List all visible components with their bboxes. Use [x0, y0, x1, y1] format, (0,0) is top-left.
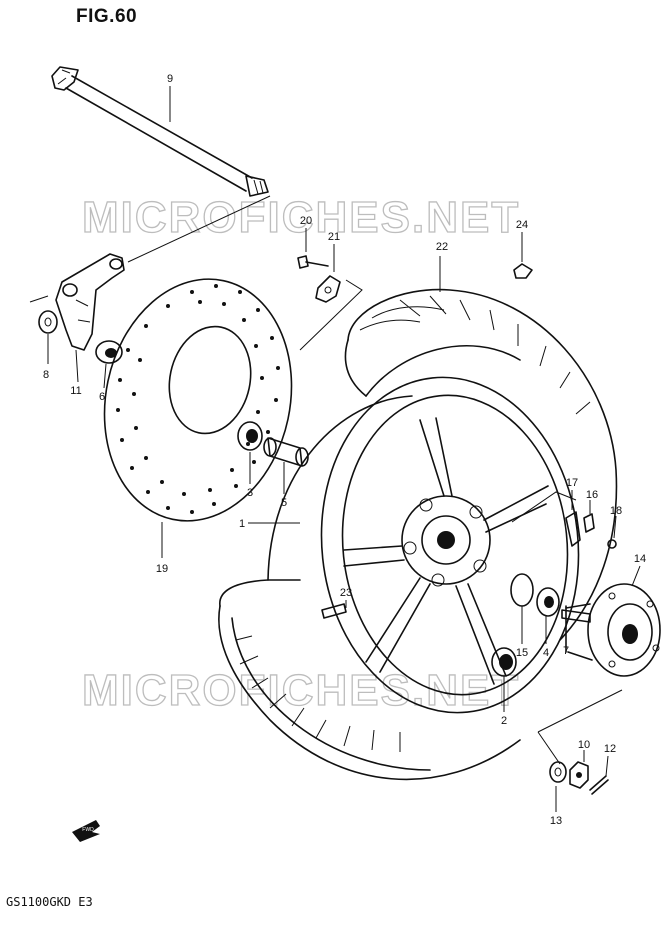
nut[interactable] — [569, 761, 589, 789]
label-14: 14 — [634, 553, 646, 565]
label-21: 21 — [328, 231, 340, 243]
fwd-text: FWD — [82, 827, 94, 833]
spacer-6[interactable] — [95, 340, 123, 364]
label-17: 17 — [566, 477, 578, 489]
caliper-bracket[interactable] — [55, 253, 125, 351]
bearing-4[interactable] — [536, 587, 560, 617]
sprocket-hub[interactable] — [565, 583, 661, 677]
brake-disc[interactable] — [83, 262, 314, 539]
label-16: 16 — [586, 489, 598, 501]
label-11: 11 — [70, 385, 81, 397]
label-13: 13 — [550, 815, 562, 827]
bearing-3[interactable] — [237, 421, 263, 451]
axle[interactable] — [51, 66, 269, 197]
label-1: 1 — [239, 518, 245, 530]
washer-8[interactable] — [38, 310, 58, 334]
tire[interactable] — [218, 288, 618, 781]
washer-13[interactable] — [549, 761, 567, 783]
label-5: 5 — [281, 497, 287, 509]
cotter-pin[interactable] — [589, 775, 609, 795]
label-24: 24 — [516, 219, 528, 231]
washer-21[interactable] — [315, 275, 341, 303]
label-23: 23 — [340, 587, 352, 599]
label-12: 12 — [604, 743, 616, 755]
label-9: 9 — [167, 73, 173, 85]
oil-seal[interactable] — [510, 573, 534, 607]
label-2: 2 — [501, 715, 507, 727]
wheel[interactable] — [305, 365, 595, 726]
model-code: GS1100GKD E3 — [6, 895, 93, 909]
label-4: 4 — [543, 647, 549, 659]
label-8: 8 — [43, 369, 49, 381]
clip[interactable] — [565, 511, 581, 547]
callout-labels: 9 8 11 6 20 21 22 24 3 5 1 19 23 17 16 1… — [43, 73, 646, 827]
bolt-7[interactable] — [561, 609, 591, 623]
balance-weight[interactable] — [513, 263, 533, 279]
watermark-bottom: MICROFICHES.NET — [82, 666, 520, 715]
figure-title: FIG.60 — [76, 6, 138, 27]
arrow-icon: FWD — [72, 820, 100, 842]
tire-valve[interactable] — [321, 603, 347, 619]
watermark-top: MICROFICHES.NET — [82, 193, 520, 242]
label-19: 19 — [156, 563, 168, 575]
label-20: 20 — [300, 215, 312, 227]
bolt-20[interactable] — [297, 255, 329, 269]
label-10: 10 — [578, 739, 590, 751]
label-15: 15 — [516, 647, 528, 659]
washer-16[interactable] — [583, 513, 595, 533]
label-6: 6 — [99, 391, 105, 403]
label-3: 3 — [247, 487, 253, 499]
label-7: 7 — [563, 645, 569, 657]
spacer-5[interactable] — [263, 437, 309, 467]
label-18: 18 — [610, 505, 622, 517]
bolt-18[interactable] — [607, 539, 617, 549]
label-22: 22 — [436, 241, 448, 253]
